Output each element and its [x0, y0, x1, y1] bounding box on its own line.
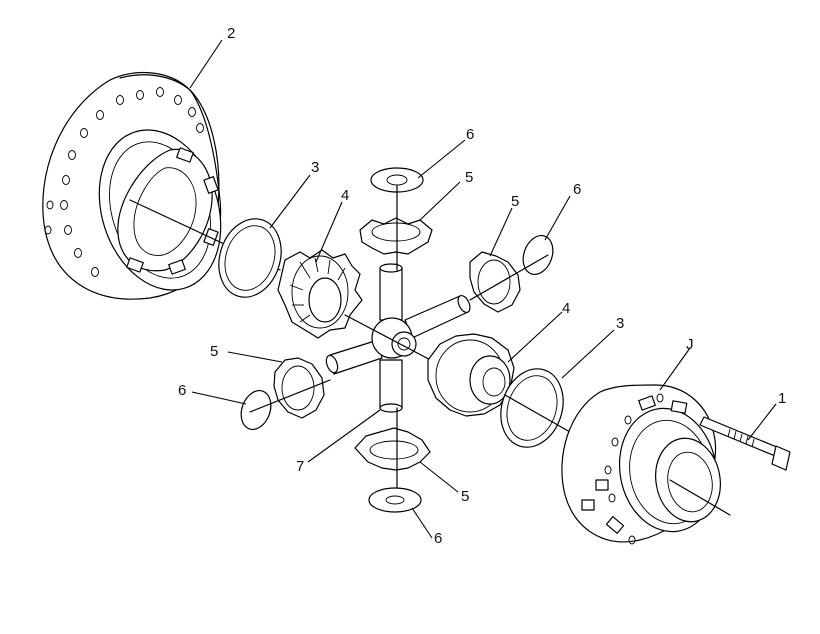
case-half-left [42, 71, 281, 300]
side-gear-left [277, 249, 363, 339]
callout-5-top: 5 [465, 169, 473, 186]
pinion-washer-right [469, 235, 554, 301]
thrust-washer-left [218, 218, 282, 298]
pinion-washer-left [240, 379, 331, 430]
callout-labels: 2 3 4 6 5 5 6 4 3 J 1 5 6 7 5 6 [178, 25, 786, 547]
bolt [699, 416, 791, 471]
thrust-washer-right [500, 368, 571, 448]
leader-lines [189, 39, 777, 539]
callout-6-left: 6 [178, 382, 186, 399]
pinion-gear-top [359, 184, 433, 271]
spider-cross [325, 263, 471, 413]
callout-4-right: 4 [562, 300, 570, 317]
pinion-gear-right [469, 251, 521, 313]
case-half-right [561, 384, 731, 545]
pinion-washer-bottom [368, 487, 422, 513]
callout-5-left: 5 [210, 343, 218, 360]
callout-3-right: 3 [616, 315, 624, 332]
callout-3-left: 3 [311, 159, 319, 176]
callout-6-top: 6 [466, 126, 474, 143]
callout-5-right: 5 [511, 193, 519, 210]
side-gear-right [427, 333, 515, 417]
callout-J: J [686, 336, 694, 353]
callout-6-bottom: 6 [434, 530, 442, 547]
callout-2: 2 [227, 25, 235, 42]
callout-5-bottom: 5 [461, 488, 469, 505]
callout-6-right: 6 [573, 181, 581, 198]
pinion-gear-bottom [354, 407, 431, 506]
callout-7: 7 [296, 458, 304, 475]
pinion-gear-left [273, 357, 325, 419]
callout-4-left: 4 [341, 187, 349, 204]
callout-1: 1 [778, 390, 786, 407]
